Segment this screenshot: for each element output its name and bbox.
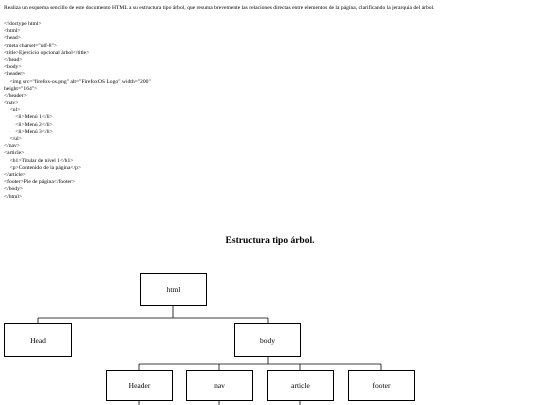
exercise-instruction: Realiza un esquema sencillo de este docu…	[4, 5, 435, 11]
node-footer: footer	[348, 370, 415, 401]
code-line: <nav>	[4, 100, 19, 107]
node-header-label: Header	[128, 381, 151, 390]
code-line: <meta charset="utf-8">	[4, 42, 58, 49]
code-line: <body>	[4, 64, 22, 71]
code-line: <header>	[4, 71, 26, 78]
code-line: <!doctype html>	[4, 21, 42, 27]
node-head: Head	[4, 323, 72, 357]
node-article-label: article	[291, 381, 310, 390]
code-line: height="164">	[4, 85, 38, 92]
code-line: </header>	[4, 92, 27, 99]
code-line: </ul>	[4, 136, 22, 142]
node-html: html	[140, 273, 207, 306]
html-code-listing: <!doctype html><html><head><meta charset…	[4, 21, 151, 201]
code-line: <h1>Titular de nivel 1</h1>	[4, 157, 74, 164]
code-line: </html>	[4, 193, 23, 200]
node-body-label: body	[260, 335, 275, 345]
node-article: article	[267, 370, 334, 401]
code-line: <img src="firefox-os.png" alt="FirefoxOS…	[4, 78, 151, 85]
code-line: <ul>	[4, 107, 21, 114]
code-line: </body>	[4, 186, 24, 193]
diagram-title: Estructura tipo árbol.	[225, 236, 315, 246]
code-line: <head>	[4, 35, 21, 42]
node-footer-label: footer	[372, 381, 391, 390]
node-body: body	[234, 323, 301, 357]
code-line: <title>Ejercicio opcional árbol</title>	[4, 49, 90, 56]
code-line: <li>Menú 1</li>	[4, 114, 53, 121]
code-line: </head>	[4, 56, 23, 63]
code-line: </nav>	[4, 143, 20, 150]
code-line: </article>	[4, 171, 26, 178]
code-line: <html>	[4, 28, 21, 35]
node-html-label: html	[166, 285, 181, 294]
node-nav: nav	[186, 370, 253, 401]
code-line: <li>Menú 3</li>	[4, 128, 53, 135]
code-line: <p>Contenido de la página</p>	[4, 164, 82, 171]
node-nav-label: nav	[214, 381, 225, 390]
code-line: <article>	[4, 150, 25, 157]
code-line: <li>Menú 2</li>	[4, 121, 53, 128]
node-head-label: Head	[30, 335, 46, 345]
node-header: Header	[106, 370, 173, 401]
code-line: <footer>Pie de página</footer>	[4, 179, 76, 186]
